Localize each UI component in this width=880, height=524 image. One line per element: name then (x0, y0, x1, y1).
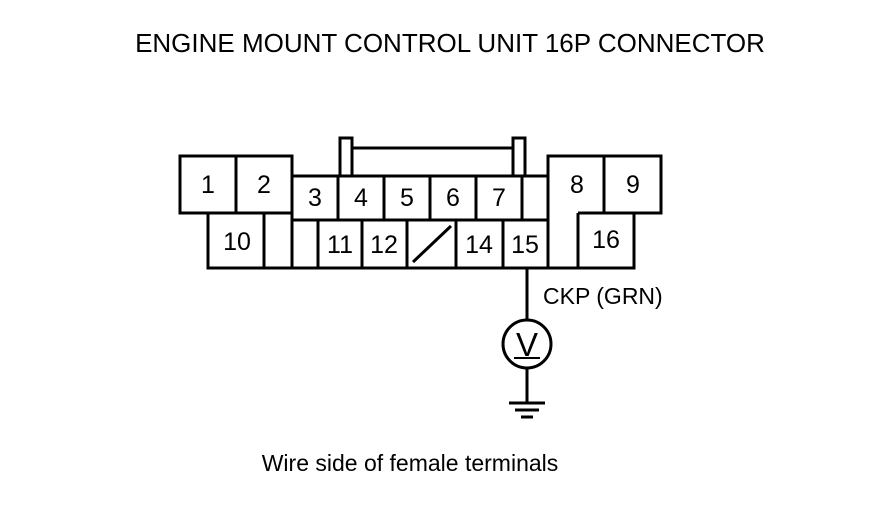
connector-cell-grid (208, 156, 661, 268)
voltmeter-icon: V (501, 318, 553, 370)
terminal-3: 3 (308, 184, 322, 212)
terminal-7: 7 (492, 184, 506, 212)
terminal-12: 12 (370, 231, 398, 259)
diagram-title: ENGINE MOUNT CONTROL UNIT 16P CONNECTOR (135, 28, 765, 58)
terminal-4: 4 (354, 184, 368, 212)
terminal-1: 1 (201, 171, 215, 199)
connector-lock-tab (338, 136, 527, 178)
terminal-11: 11 (327, 231, 353, 259)
terminal-2: 2 (257, 171, 271, 199)
terminal-numbers: 1 2 3 4 5 6 7 8 9 10 11 12 14 15 16 (201, 171, 640, 259)
terminal-9: 9 (626, 171, 640, 199)
terminal-10: 10 (223, 228, 251, 256)
wire-label: CKP (GRN) (543, 283, 663, 309)
voltmeter-symbol: V (516, 326, 538, 363)
ground-icon (509, 401, 545, 419)
terminal-8: 8 (570, 171, 584, 199)
terminal-6: 6 (446, 184, 460, 212)
terminal-14: 14 (465, 231, 493, 259)
diagram-caption: Wire side of female terminals (262, 450, 559, 476)
terminal-5: 5 (400, 184, 414, 212)
terminal-15: 15 (511, 231, 539, 259)
terminal-16: 16 (592, 226, 620, 254)
